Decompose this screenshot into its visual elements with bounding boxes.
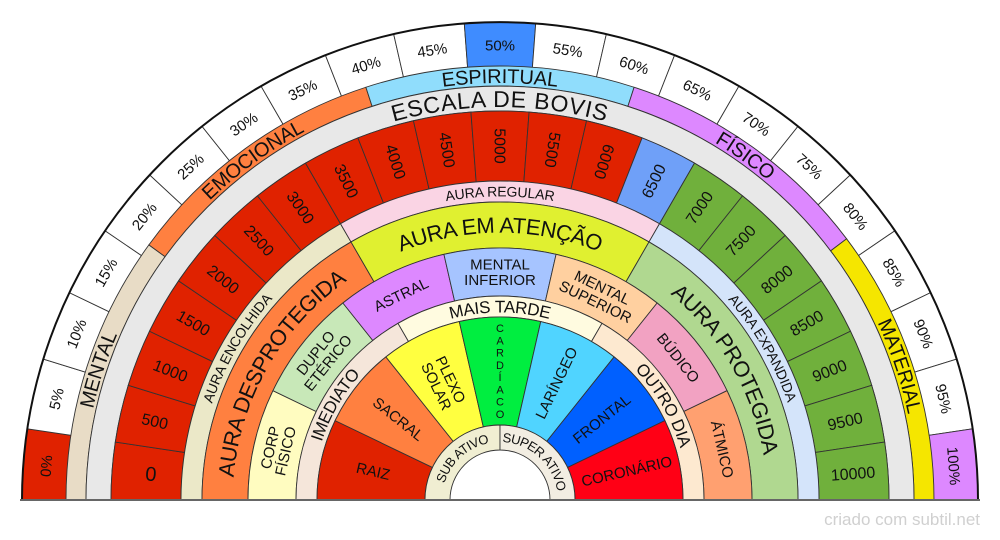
bovis-label-line: 5000	[490, 128, 507, 164]
body-label-line: MENTAL	[470, 256, 530, 273]
percent-label: 0%	[38, 455, 57, 478]
chakra-letter: A	[496, 384, 504, 396]
bovis-label: 4500	[435, 131, 457, 169]
percent-label-line: 5%	[46, 386, 67, 411]
percent-label-line: 45%	[416, 40, 448, 61]
bovis-label: 500	[140, 411, 170, 434]
percent-label: 50%	[485, 37, 515, 54]
percent-label: 45%	[416, 40, 448, 61]
outer-outline	[21, 21, 979, 501]
bovis-label-line: 0	[145, 463, 158, 486]
percent-label-line: 50%	[485, 37, 515, 54]
bovis-label-line: 4500	[435, 131, 457, 169]
chakra-letter: C	[496, 323, 504, 335]
bovis-label-line: 5500	[541, 131, 563, 169]
chakra-letter: A	[496, 335, 504, 347]
percent-label: 55%	[552, 40, 584, 61]
percent-label: 5%	[46, 386, 67, 411]
percent-label-line: 100%	[943, 446, 963, 486]
bovis-label-line: 10000	[830, 464, 876, 484]
bovis-label: 0	[145, 463, 158, 486]
watermark: criado com subtil.net	[824, 510, 980, 529]
chakra-letter: O	[496, 409, 505, 421]
chakra-letter: D	[496, 360, 504, 372]
percent-label-line: 0%	[38, 455, 57, 478]
bovis-label: 5000	[490, 128, 507, 164]
body-label-line: INFERIOR	[464, 272, 536, 289]
chakra-letter: Í	[498, 371, 502, 384]
chakra-letter: R	[496, 348, 504, 360]
chakra-letter: C	[496, 397, 504, 409]
percent-label-line: 55%	[552, 40, 584, 61]
bovis-label-line: 500	[140, 411, 170, 434]
bovis-label: 5500	[541, 131, 563, 169]
bovis-label: 10000	[830, 464, 876, 484]
percent-label: 95%	[931, 382, 954, 415]
percent-label: 100%	[943, 446, 963, 486]
percent-label-line: 95%	[931, 382, 954, 415]
